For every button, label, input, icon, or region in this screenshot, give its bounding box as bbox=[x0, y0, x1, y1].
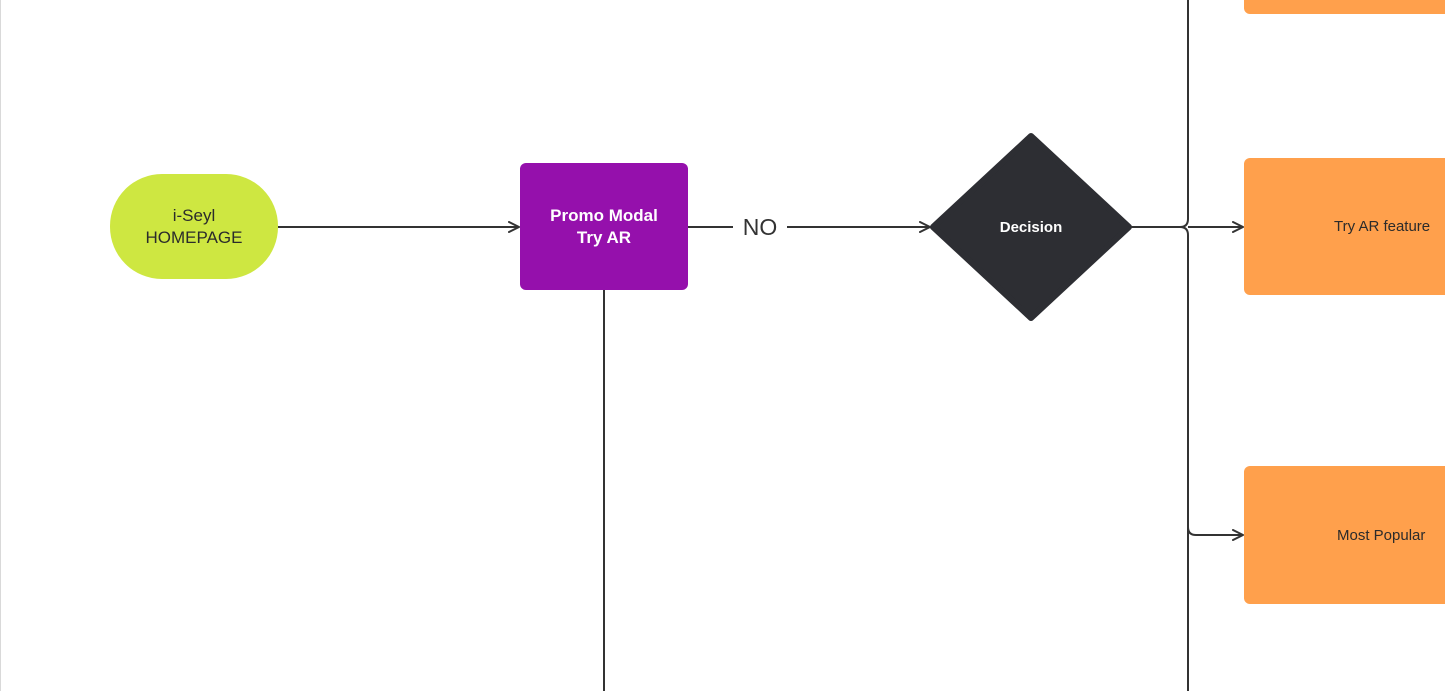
decision-node-label: Decision bbox=[999, 218, 1063, 236]
process-node-promo-modal[interactable]: Promo Modal Try AR bbox=[520, 163, 688, 290]
edge-label-no: NO bbox=[733, 212, 787, 242]
process-node-try-ar-feature[interactable]: Try AR feature bbox=[1244, 158, 1445, 295]
canvas-left-border bbox=[0, 0, 1, 691]
edge-to-most-popular[interactable] bbox=[1187, 526, 1244, 541]
edge-decision-to-branch[interactable] bbox=[1131, 0, 1189, 228]
edge-branch-down[interactable] bbox=[1179, 226, 1189, 691]
top-orange-node[interactable] bbox=[1244, 0, 1445, 14]
process-node-most-popular[interactable]: Most Popular bbox=[1244, 466, 1445, 604]
start-node-homepage[interactable]: i-Seyl HOMEPAGE bbox=[110, 174, 278, 279]
decision-diamond[interactable] bbox=[930, 133, 1132, 321]
